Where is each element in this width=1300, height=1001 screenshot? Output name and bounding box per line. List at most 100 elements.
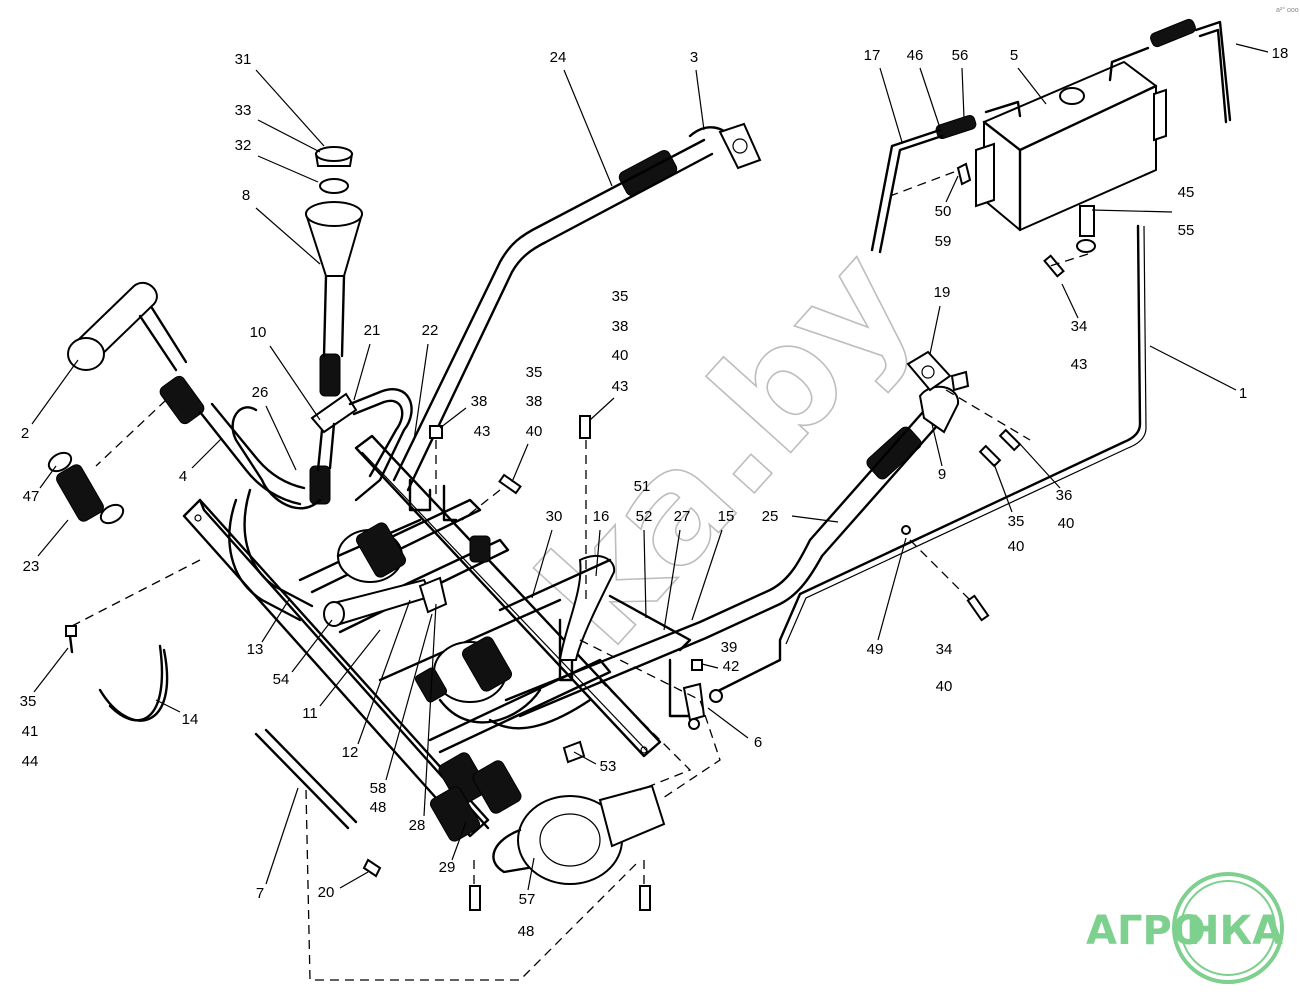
callout-c40a: 40 (1058, 515, 1075, 532)
callout-c24: 24 (550, 49, 567, 66)
callout-c52: 52 (636, 508, 653, 525)
leader-line-c32 (257, 155, 319, 183)
callout-c59: 59 (935, 233, 952, 250)
leader-line-c6 (707, 707, 749, 739)
leader-line-c7 (265, 787, 299, 885)
callout-c43c: 43 (474, 423, 491, 440)
callout-c38a: 38 (471, 393, 488, 410)
leader-line-c8 (255, 207, 321, 265)
callout-c1: 1 (1239, 385, 1247, 402)
callout-c21: 21 (364, 322, 381, 339)
callout-c11: 11 (302, 705, 318, 722)
callout-c35c: 35 (526, 364, 543, 381)
callout-c49: 49 (867, 641, 884, 658)
leader-line-c22 (413, 343, 429, 441)
leader-line-c9 (931, 423, 943, 467)
callout-c18: 18 (1272, 45, 1289, 62)
callout-c8: 8 (242, 187, 250, 204)
leader-line-c40d (511, 443, 529, 483)
callout-c40c: 40 (612, 347, 629, 364)
leader-line-c50 (945, 175, 959, 203)
leader-line-c13 (261, 597, 291, 643)
callout-c6: 6 (754, 734, 762, 751)
leader-line-c38a (439, 407, 467, 429)
callout-c38b: 38 (612, 318, 629, 335)
leader-line-c45 (1091, 209, 1173, 213)
leader-line-c16 (595, 529, 601, 577)
leader-line-c27 (663, 529, 681, 631)
callout-c54: 54 (273, 671, 290, 688)
leader-line-c36 (1019, 443, 1061, 489)
callout-c53: 53 (600, 758, 617, 775)
leader-line-c20 (339, 871, 369, 889)
corner-mark: a²° ooo (1276, 6, 1299, 14)
leader-line-c2 (31, 359, 79, 425)
callout-c46: 46 (907, 47, 924, 64)
callout-c35a: 35 (1008, 513, 1025, 530)
leader-line-c11 (319, 629, 381, 707)
callout-c40e: 40 (936, 678, 953, 695)
callout-c45: 45 (1178, 184, 1195, 201)
leader-line-c3 (695, 69, 705, 131)
leader-line-c56 (961, 67, 965, 119)
leader-line-c52 (643, 529, 647, 619)
leader-line-c46 (919, 67, 941, 129)
ring-47-a (47, 451, 73, 473)
callout-c36: 36 (1056, 487, 1073, 504)
callout-c58: 58 (370, 780, 387, 797)
leader-line-c35d (33, 647, 69, 693)
leader-line-c42 (701, 663, 719, 669)
callout-c38c: 38 (526, 393, 543, 410)
callout-c29: 29 (439, 859, 456, 876)
leader-line-c25 (791, 515, 839, 523)
callout-c40b: 40 (1008, 538, 1025, 555)
callout-c42: 42 (723, 658, 740, 675)
callout-c34a: 34 (1071, 318, 1088, 335)
leader-line-c58 (385, 613, 433, 781)
callout-c43b: 43 (612, 378, 629, 395)
callout-c16: 16 (593, 508, 610, 525)
callout-c27: 27 (674, 508, 691, 525)
pipes (67, 122, 1147, 730)
leader-line-c4 (191, 437, 223, 469)
callout-c35b: 35 (612, 288, 629, 305)
leader-line-c19 (929, 305, 941, 355)
leader-line-c12 (357, 599, 411, 745)
callout-c41: 41 (22, 723, 39, 740)
leader-line-c33 (257, 119, 321, 153)
callout-c17: 17 (864, 47, 881, 64)
leader-line-c5 (1017, 67, 1047, 105)
callout-c48b: 48 (518, 923, 535, 940)
callout-c4: 4 (179, 468, 187, 485)
callout-c48a: 48 (370, 799, 387, 816)
callout-c15: 15 (718, 508, 735, 525)
leader-line-c29 (451, 821, 467, 861)
callout-c23: 23 (23, 558, 40, 575)
callout-c9: 9 (938, 466, 946, 483)
leader-line-c23 (37, 519, 69, 557)
leader-line-c15 (691, 529, 723, 621)
callout-c40d: 40 (526, 423, 543, 440)
callout-c57: 57 (519, 891, 536, 908)
callout-c19: 19 (934, 284, 951, 301)
leader-line-c54 (291, 619, 333, 673)
leader-line-c17 (879, 67, 903, 143)
callout-c2: 2 (21, 425, 29, 442)
callout-c13: 13 (247, 641, 264, 658)
ring-47-b (99, 503, 125, 525)
callout-c44: 44 (22, 753, 39, 770)
center-assembly (323, 518, 666, 885)
callout-c5: 5 (1010, 47, 1018, 64)
leader-line-c24 (563, 69, 613, 187)
leader-line-c35a (993, 463, 1013, 513)
callout-c39: 39 (721, 639, 738, 656)
callout-c56: 56 (952, 47, 969, 64)
callout-c32: 32 (235, 137, 252, 154)
leader-line-c26 (265, 405, 297, 471)
callout-c10: 10 (250, 324, 267, 341)
callout-c7: 7 (256, 885, 264, 902)
callout-c3: 3 (690, 49, 698, 66)
leader-line-c34a (1061, 283, 1079, 319)
